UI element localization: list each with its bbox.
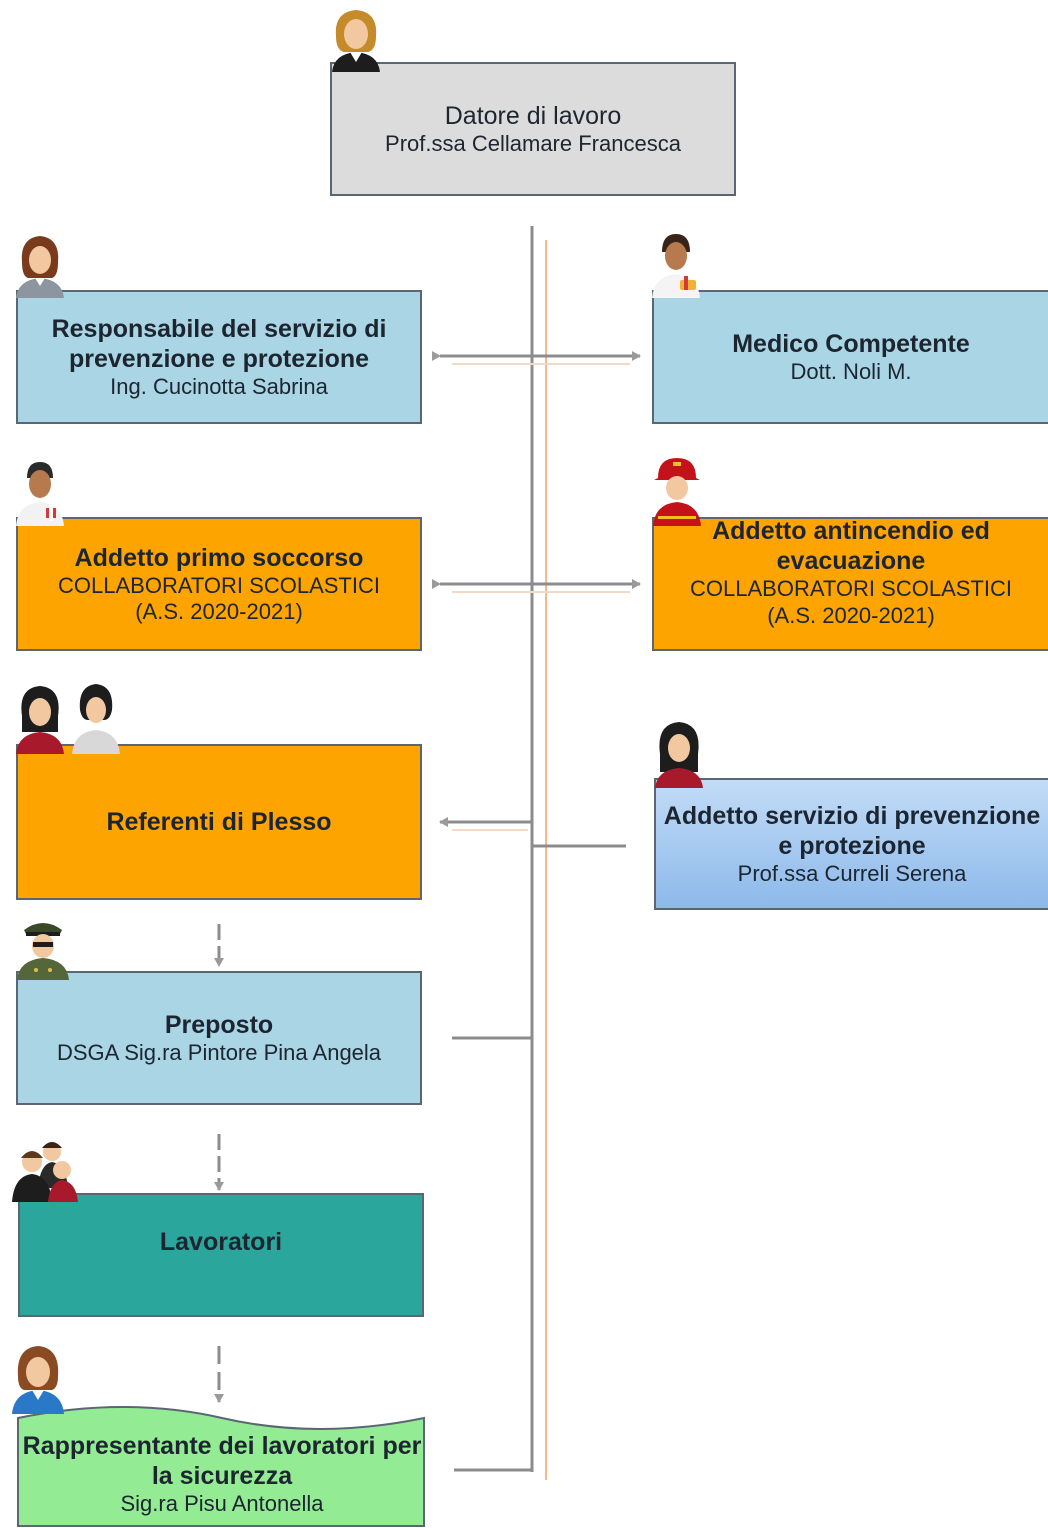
primo-soccorso-line1: COLLABORATORI SCOLASTICI — [58, 572, 380, 598]
woman-icon — [655, 722, 703, 788]
aspp-name: Prof.ssa Curreli Serena — [737, 860, 967, 886]
aspp-box: Addetto servizio di prevenzione e protez… — [654, 778, 1048, 910]
lavoratori-title: Lavoratori — [159, 1228, 283, 1256]
firefighter-icon — [653, 458, 701, 526]
rls-title: Rappresentante dei lavoratori per la sic… — [22, 1431, 422, 1490]
rls-shape — [17, 1406, 425, 1527]
antincendio-line1: COLLABORATORI SCOLASTICI — [690, 576, 1012, 602]
primo-soccorso-title: Addetto primo soccorso — [74, 543, 364, 572]
preposto-title: Preposto — [164, 1010, 274, 1039]
rspp-title: Responsabile del servizio di prevenzione… — [51, 314, 387, 373]
referenti-box: Referenti di Plesso — [16, 744, 422, 900]
datore-name: Prof.ssa Cellamare Francesca — [385, 130, 681, 156]
workers-icon — [12, 1142, 78, 1202]
medico-box: Medico Competente Dott. Noli M. — [652, 290, 1048, 424]
preposto-name: DSGA Sig.ra Pintore Pina Angela — [56, 1039, 382, 1065]
lavoratori-box: Lavoratori — [18, 1193, 424, 1317]
rls-name: Sig.ra Pisu Antonella — [120, 1490, 324, 1516]
woman-icon — [12, 1346, 64, 1414]
rspp-name: Ing. Cucinotta Sabrina — [110, 373, 328, 399]
woman-icon — [332, 10, 380, 72]
medico-name: Dott. Noli M. — [790, 358, 912, 384]
datore-box: Datore di lavoro Prof.ssa Cellamare Fran… — [330, 62, 736, 196]
referenti-title: Referenti di Plesso — [106, 808, 332, 836]
two-women-icon — [16, 684, 120, 754]
doctor-icon — [652, 234, 700, 298]
preposto-box: Preposto DSGA Sig.ra Pintore Pina Angela — [16, 971, 422, 1105]
officer-icon — [17, 923, 69, 980]
antincendio-title: Addetto antincendio ed evacuazione — [712, 517, 990, 576]
rspp-box: Responsabile del servizio di prevenzione… — [16, 290, 422, 424]
antincendio-line2: (A.S. 2020-2021) — [767, 602, 935, 628]
medico-title: Medico Competente — [732, 329, 970, 358]
antincendio-box: Addetto antincendio ed evacuazione COLLA… — [652, 517, 1048, 651]
man-icon — [16, 462, 64, 526]
aspp-title: Addetto servizio di prevenzione e protez… — [663, 801, 1041, 860]
datore-title: Datore di lavoro — [444, 101, 622, 130]
woman-icon — [16, 236, 64, 298]
rls-text: Rappresentante dei lavoratori per la sic… — [18, 1424, 426, 1524]
primo-soccorso-box: Addetto primo soccorso COLLABORATORI SCO… — [16, 517, 422, 651]
primo-soccorso-line2: (A.S. 2020-2021) — [135, 599, 303, 624]
